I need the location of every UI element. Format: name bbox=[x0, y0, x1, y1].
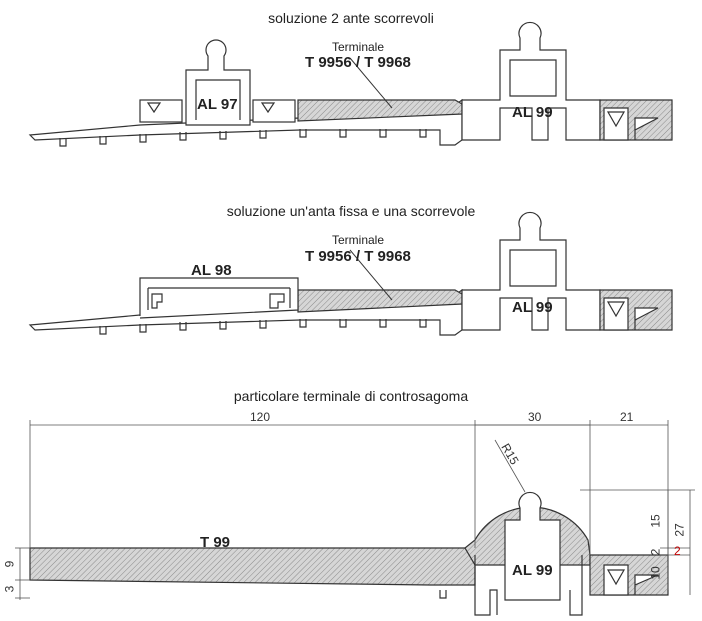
dim-2-a: 2 bbox=[648, 548, 663, 556]
drawing-terminal-detail bbox=[29, 491, 669, 616]
dim-10: 10 bbox=[648, 566, 663, 580]
al99-label-2: AL 99 bbox=[512, 299, 553, 316]
terminale-label-2: Terminale bbox=[332, 233, 385, 247]
dim-15: 15 bbox=[648, 514, 663, 528]
dim-2-red: 2 bbox=[674, 544, 681, 558]
dim-3: 3 bbox=[2, 585, 17, 593]
dim-27: 27 bbox=[672, 523, 687, 537]
al97-label: AL 97 bbox=[197, 96, 238, 113]
section-title-1: soluzione 2 ante scorrevoli bbox=[268, 10, 434, 26]
section-title-3: particolare terminale di controsagoma bbox=[233, 388, 469, 404]
section-title-2: soluzione un'anta fissa e una scorrevole bbox=[226, 203, 476, 219]
al99-label-1: AL 99 bbox=[512, 104, 553, 121]
dim-9: 9 bbox=[2, 560, 17, 568]
dim-21: 21 bbox=[620, 410, 634, 424]
drawing-fixed-and-sliding bbox=[28, 211, 673, 336]
al99-label-3: AL 99 bbox=[512, 562, 553, 579]
dimension-lines bbox=[15, 420, 695, 600]
dim-120: 120 bbox=[250, 410, 271, 424]
terminale-codes-2: T 9956 / T 9968 bbox=[305, 248, 411, 265]
leader-line-1 bbox=[349, 57, 393, 109]
t99-label: T 99 bbox=[200, 534, 231, 551]
al98-label: AL 98 bbox=[191, 262, 232, 279]
drawing-2-sliding-sashes bbox=[28, 21, 673, 147]
terminale-codes-1: T 9956 / T 9968 bbox=[305, 54, 411, 71]
dim-30: 30 bbox=[528, 410, 542, 424]
leader-line-2 bbox=[349, 249, 393, 301]
terminale-label-1: Terminale bbox=[332, 40, 385, 54]
